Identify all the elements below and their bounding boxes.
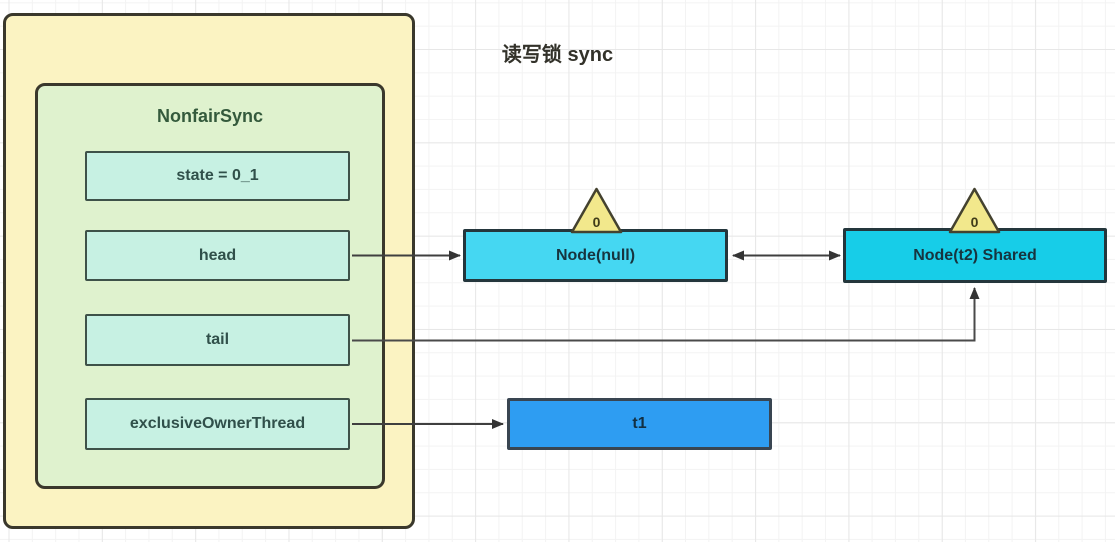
queue-node-shared-label: Node(t2) Shared bbox=[913, 246, 1037, 264]
field-tail-label: tail bbox=[205, 331, 230, 348]
thread-t1-box: t1 bbox=[507, 398, 772, 450]
queue-node-head: Node(null) bbox=[463, 229, 728, 282]
queue-node-shared: Node(t2) Shared bbox=[843, 228, 1107, 283]
field-state: state = 0_1 bbox=[85, 151, 350, 201]
triangle-icon bbox=[570, 187, 623, 234]
triangle-icon bbox=[948, 187, 1001, 234]
field-exclusive-owner-thread-label: exclusiveOwnerThread bbox=[129, 415, 306, 432]
field-exclusive-owner-thread: exclusiveOwnerThread bbox=[85, 398, 350, 450]
queue-node-head-label: Node(null) bbox=[555, 246, 636, 264]
field-head-label: head bbox=[198, 246, 237, 264]
field-state-label: state = 0_1 bbox=[176, 167, 259, 184]
tail-pointer-arrow bbox=[352, 287, 980, 342]
field-head: head bbox=[85, 230, 350, 281]
thread-t1-label: t1 bbox=[632, 415, 647, 432]
nonfairsync-title: NonfairSync bbox=[156, 106, 264, 126]
wait-status-value: 0 bbox=[593, 214, 601, 230]
wait-status-badge-head: 0 bbox=[570, 187, 623, 234]
field-tail: tail bbox=[85, 314, 350, 366]
rw-lock-sync-title: 读写锁 sync bbox=[501, 44, 614, 66]
